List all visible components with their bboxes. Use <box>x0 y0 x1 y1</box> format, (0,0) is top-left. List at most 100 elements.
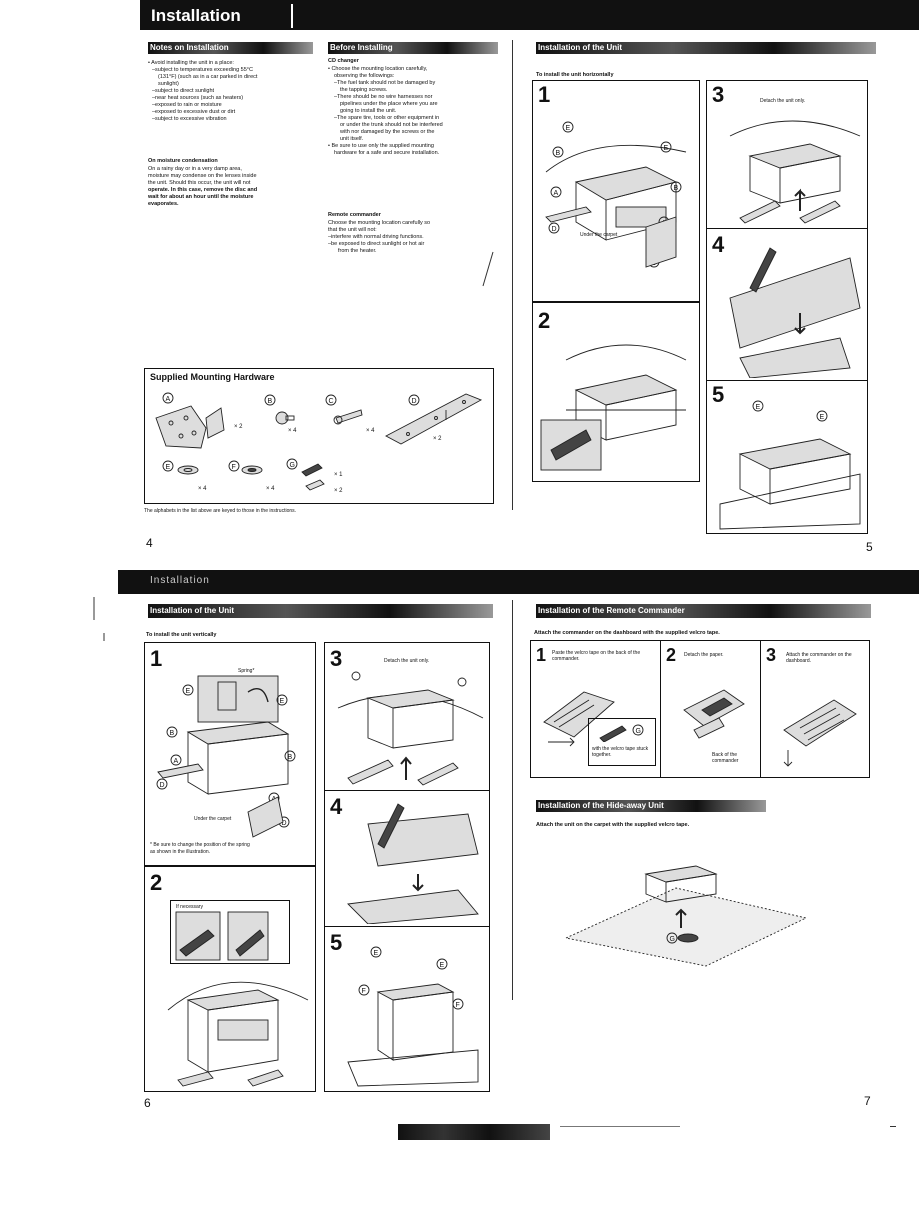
svg-text:× 1: × 1 <box>334 472 343 478</box>
cd-line: hardware for a safe and secure installat… <box>334 150 440 156</box>
scan-mark-mid <box>482 251 494 287</box>
if-necessary-box <box>170 900 290 964</box>
vert-step4-num: 4 <box>330 794 343 819</box>
moisture-heading: On moisture condensation <box>148 158 218 164</box>
horiz-step4-illus <box>729 247 861 378</box>
moisture-line: wait for about an hour until the moistur… <box>148 194 254 200</box>
hideaway-subheading: Attach the unit on the carpet with the s… <box>536 822 690 828</box>
remote-heading: Remote commander <box>328 212 381 218</box>
scan-line-bottom <box>560 1126 680 1127</box>
notes-line: –exposed to excessive dust or dirt <box>152 109 236 115</box>
vert-step5-illus: E E F F <box>347 946 479 1087</box>
horiz-step345-box <box>706 80 868 534</box>
remote-divider-1 <box>660 640 661 778</box>
moisture-line: operate. In this case, remove the disc a… <box>148 187 258 193</box>
horizontal-heading: Installation of the Unit <box>538 43 622 52</box>
vert-step2-num: 2 <box>150 870 163 895</box>
cd-line: –The fuel tank should not be damaged by <box>334 80 436 86</box>
svg-text:A: A <box>174 758 179 765</box>
horiz-divider-3-4 <box>706 228 868 229</box>
vert-under-carpet: Under the carpet <box>194 816 232 822</box>
remote-step3-text: Attach the commander on the dashboard. <box>786 652 852 664</box>
velcro-note-box <box>588 718 656 766</box>
notes-line: –subject to direct sunlight <box>152 88 215 94</box>
svg-text:A: A <box>166 396 171 403</box>
hardware-box <box>144 368 494 504</box>
svg-text:E: E <box>820 414 825 421</box>
hardware-note: The alphabets in the list above are keye… <box>144 508 297 514</box>
notes-line: • Avoid installing the unit in a place: <box>148 60 234 66</box>
svg-text:B: B <box>674 185 679 192</box>
cd-line: –The spare tire, tools or other equipmen… <box>334 115 440 121</box>
remote-step1-num: 1 <box>536 645 547 665</box>
moisture-line: On a rainy day or in a very damp area, <box>148 166 242 172</box>
cd-line: • Be sure to use only the supplied mount… <box>328 143 434 149</box>
notes-list: • Avoid installing the unit in a place: … <box>148 60 318 123</box>
notes-heading-bar <box>148 42 313 54</box>
vert-step1-num: 1 <box>150 646 163 671</box>
svg-text:A: A <box>554 190 559 197</box>
svg-text:E: E <box>440 962 445 969</box>
hideaway-illus: G <box>564 865 808 967</box>
horiz-step3-num: 3 <box>712 82 725 107</box>
scan-bar-bottom <box>398 1124 550 1140</box>
horiz-step1-caption: Under the carpet <box>580 232 618 238</box>
svg-text:B: B <box>288 754 293 761</box>
vertical-heading-bar <box>148 604 493 618</box>
hideaway-heading-bar <box>536 800 766 812</box>
svg-text:G: G <box>670 936 675 943</box>
top-page-number-left: 4 <box>146 536 153 550</box>
svg-text:D: D <box>282 820 287 827</box>
moisture-list: On a rainy day or in a very damp area, m… <box>148 166 323 208</box>
svg-text:D: D <box>412 398 417 405</box>
remote-back-label: Back of the commander <box>712 752 739 764</box>
remote-step2-illus <box>683 689 745 739</box>
bottom-banner-title: Installation <box>150 575 210 586</box>
vert-step3-num: 3 <box>330 646 343 671</box>
svg-text:E: E <box>374 950 379 957</box>
cd-line: with nor damaged by the screws or the <box>340 129 435 135</box>
if-necessary-label: If necessary <box>176 904 203 910</box>
spring-label: Spring* <box>238 668 255 674</box>
svg-text:B: B <box>556 150 561 157</box>
cd-line: observing the followings: <box>334 73 395 79</box>
vert-divider-3-4 <box>324 790 490 791</box>
spring-note-2: as shown in the illustration. <box>150 849 211 855</box>
cd-line: • Choose the mounting location carefully… <box>328 66 428 72</box>
remote-heading-bar <box>536 604 871 618</box>
cd-line: the tapping screws. <box>340 87 388 93</box>
svg-text:× 4: × 4 <box>366 428 375 434</box>
vert-step1-box <box>144 642 316 866</box>
top-banner-title: Installation <box>145 4 293 28</box>
vert-step1-illus: E E B B A A D D <box>156 675 296 838</box>
horiz-step1-num: 1 <box>538 82 551 107</box>
cd-line: pipelines under the place where you are <box>340 101 438 107</box>
horiz-step4-num: 4 <box>712 232 725 257</box>
horiz-step2-illus <box>540 344 687 471</box>
remote-install-subheading: Attach the commander on the dashboard wi… <box>534 630 720 636</box>
svg-text:B: B <box>268 398 273 405</box>
vert-step3-illus <box>337 671 484 786</box>
vert-step5-num: 5 <box>330 930 343 955</box>
svg-text:D: D <box>160 782 165 789</box>
velcro-illus: G <box>599 724 644 742</box>
svg-text:F: F <box>456 1002 460 1009</box>
svg-text:× 2: × 2 <box>334 488 343 494</box>
scan-dot-right <box>890 1126 896 1127</box>
svg-text:G: G <box>290 462 295 469</box>
svg-text:F: F <box>362 988 366 995</box>
remote-line: –interfere with normal driving functions… <box>328 234 424 240</box>
horiz-step1-box <box>532 80 700 302</box>
horiz-step3-illus <box>729 120 861 224</box>
svg-text:× 2: × 2 <box>433 436 442 442</box>
remote-line: Choose the mounting location carefully s… <box>328 220 431 226</box>
cd-line: or under the trunk should not be interfe… <box>340 122 443 128</box>
horiz-step2-box <box>532 302 700 482</box>
remote-install-heading: Installation of the Remote Commander <box>538 606 685 615</box>
vert-step345-box <box>324 642 490 1092</box>
cd-line: –There should be no wire harnesses nor <box>334 94 433 100</box>
remote-line: from the heater. <box>338 248 377 254</box>
svg-text:F: F <box>232 464 236 471</box>
notes-line: sunlight) <box>158 81 179 87</box>
moisture-line: the unit. Should this occur, the unit wi… <box>148 180 251 186</box>
